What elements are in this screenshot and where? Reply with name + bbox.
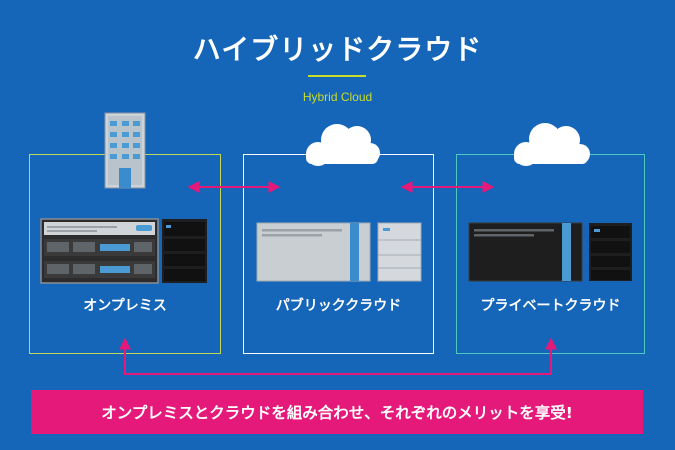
cloud-icon [306,124,380,166]
server-rack-icon [468,222,632,282]
diagram-title: ハイブリッドクラウド [192,33,483,66]
diagram-subtitle: Hybrid Cloud [302,90,373,104]
connector-arrow [119,337,557,375]
building-icon [104,112,146,189]
cloud-icon [514,123,590,166]
onpremise-label: オンプレミス [83,298,167,314]
title-underline [308,75,366,77]
benefit-banner: オンプレミスとクラウドを組み合わせ、それぞれのメリットを享受! [31,390,643,434]
server-rack-icon [256,222,422,282]
private-cloud-label: プライベートクラウド [480,298,621,314]
banner-text: オンプレミスとクラウドを組み合わせ、それぞれのメリットを享受! [101,404,573,422]
server-rack-icon [40,218,207,284]
public-cloud-label: パブリッククラウド [275,298,402,314]
